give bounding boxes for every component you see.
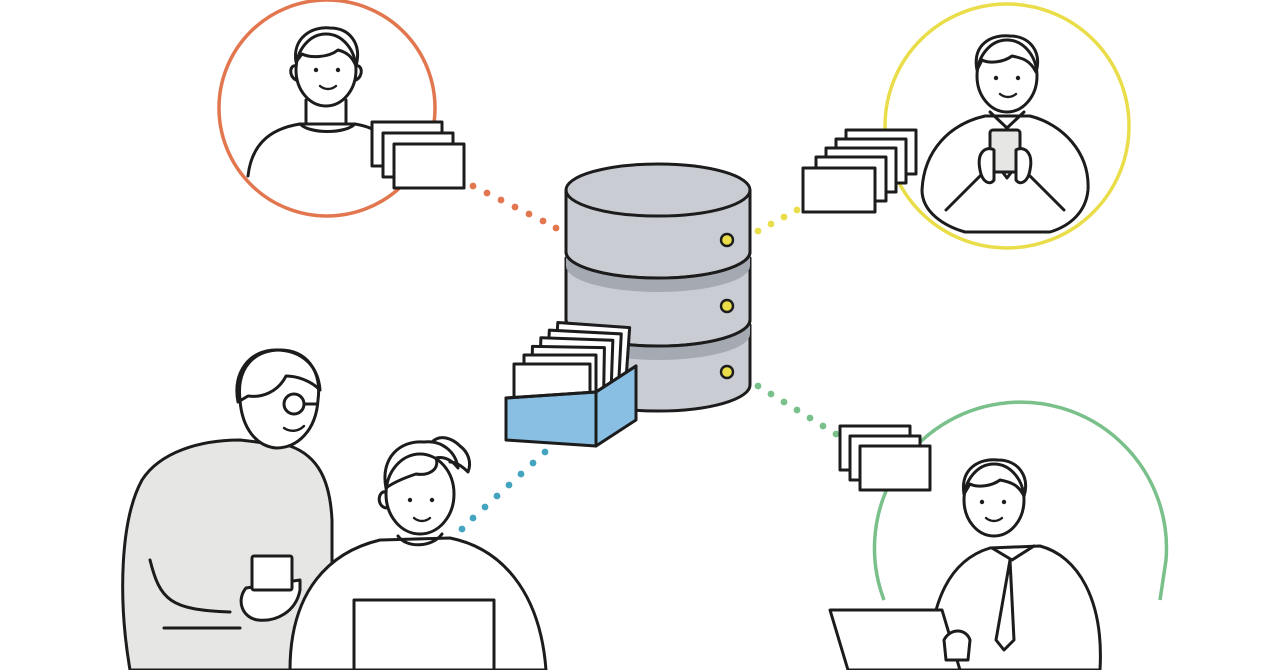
glass-icon bbox=[250, 554, 294, 592]
person-orange-circle bbox=[217, 0, 466, 218]
laptop-icon bbox=[352, 598, 496, 670]
person-green-circle bbox=[828, 400, 1169, 670]
person-older-man bbox=[121, 348, 334, 670]
laptop-icon bbox=[828, 608, 962, 670]
connector-blue bbox=[458, 448, 549, 533]
file-drawer-icon bbox=[504, 321, 638, 448]
document-stack-icon bbox=[370, 120, 466, 190]
person-yellow-circle bbox=[801, 2, 1131, 250]
document-stack-icon bbox=[838, 424, 932, 492]
connector-green bbox=[754, 382, 840, 438]
person-young-man bbox=[288, 436, 548, 670]
connector-orange bbox=[469, 182, 560, 232]
document-stack-icon bbox=[801, 128, 918, 214]
connector-yellow bbox=[754, 206, 801, 235]
